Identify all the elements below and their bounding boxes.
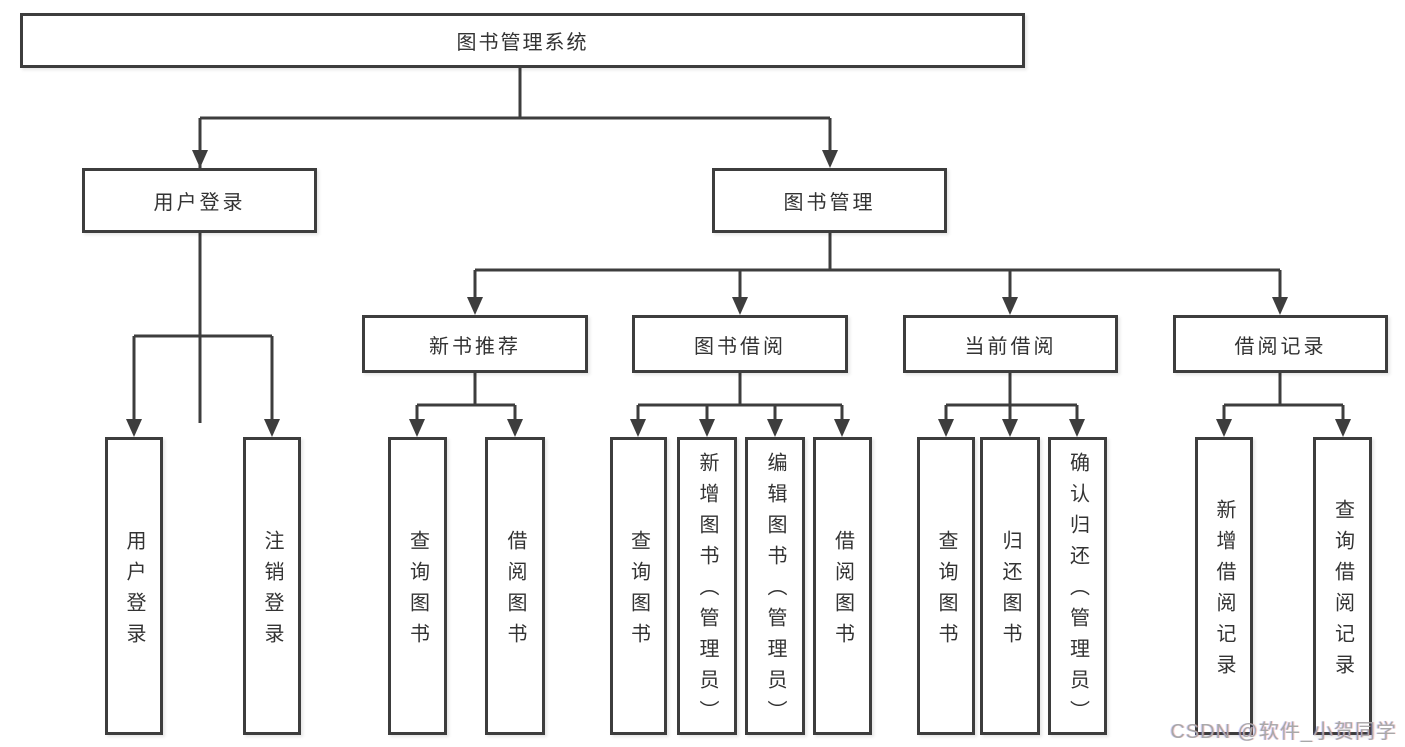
leaf-label: 用户登录	[123, 529, 145, 654]
leaf-label: 借阅图书	[831, 529, 854, 654]
node-book-borrow: 图书借阅	[632, 315, 848, 373]
connector-root-to-level2	[132, 68, 832, 423]
leaf-user-login: 用户登录	[105, 437, 163, 735]
leaf-borrow-add-books-admin: 新增图书（管理员）	[677, 437, 737, 735]
leaf-label: 借阅图书	[504, 529, 526, 654]
leaf-label: 查询借阅记录	[1331, 498, 1354, 685]
arrowhead-icons	[126, 150, 1351, 437]
leaf-label: 新增借阅记录	[1213, 498, 1235, 685]
node-book-management: 图书管理	[712, 168, 947, 233]
leaf-label: 查询图书	[935, 529, 957, 654]
leaf-label: 编辑图书（管理员）	[764, 452, 786, 731]
leaf-current-return-books: 归还图书	[980, 437, 1040, 735]
leaf-borrow-borrow-books: 借阅图书	[813, 437, 872, 735]
node-library-management-system: 图书管理系统	[20, 13, 1025, 68]
leaf-label: 归还图书	[999, 529, 1021, 654]
node-borrow-records: 借阅记录	[1173, 315, 1388, 373]
node-current-borrow: 当前借阅	[903, 315, 1118, 373]
leaf-records-query-record: 查询借阅记录	[1313, 437, 1372, 735]
leaf-borrow-edit-books-admin: 编辑图书（管理员）	[745, 437, 805, 735]
leaf-label: 新增图书（管理员）	[696, 452, 718, 731]
leaf-label: 确认归还（管理员）	[1066, 452, 1089, 731]
node-new-book-recommend: 新书推荐	[362, 315, 588, 373]
leaf-label: 注销登录	[261, 529, 283, 654]
leaf-records-add-record: 新增借阅记录	[1195, 437, 1253, 735]
leaf-recommend-query-books: 查询图书	[388, 437, 447, 735]
csdn-watermark: CSDN @软件_小贺同学	[1170, 721, 1397, 743]
leaf-recommend-borrow-books: 借阅图书	[485, 437, 545, 735]
leaf-label: 查询图书	[406, 529, 429, 654]
leaf-current-confirm-return-admin: 确认归还（管理员）	[1048, 437, 1107, 735]
leaf-logout: 注销登录	[243, 437, 301, 735]
leaf-current-query-books: 查询图书	[917, 437, 975, 735]
connector-bookmgmt-to-level3	[473, 233, 1282, 301]
node-user-login: 用户登录	[82, 168, 317, 233]
leaf-label: 查询图书	[627, 529, 650, 654]
connector-level3-to-leaves	[415, 373, 1345, 423]
leaf-borrow-query-books: 查询图书	[610, 437, 667, 735]
